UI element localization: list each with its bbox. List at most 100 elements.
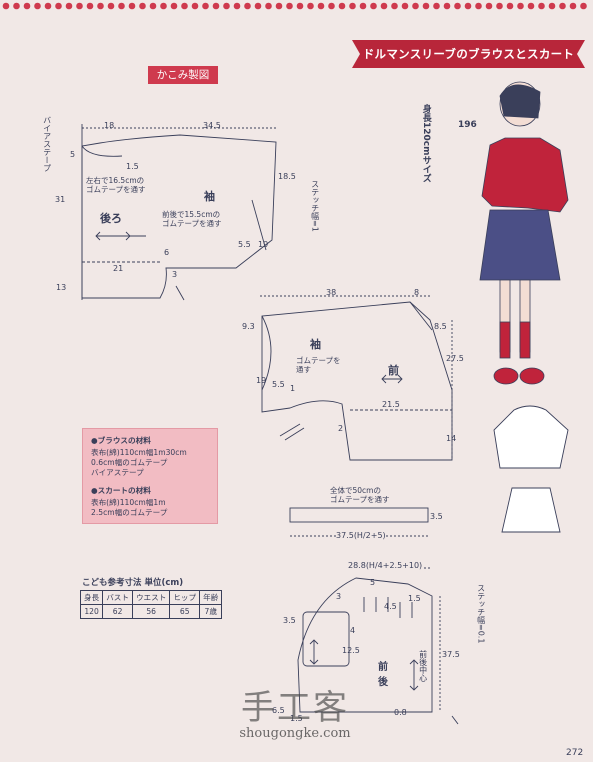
border-dot [527, 2, 535, 10]
size-value-cell: 7歳 [199, 604, 223, 619]
size-value-cell: 120 [79, 604, 104, 619]
back-dim-side-left: 31 [55, 195, 66, 204]
border-dot [401, 2, 409, 10]
border-dot [170, 2, 178, 10]
model-height-label: 身長120cmサイズ [420, 104, 431, 183]
front-dim-hem-side: 2 [338, 424, 344, 433]
back-note-left: 左右で16.5cmの ゴムテープを通す [86, 176, 146, 194]
skirt-dim-hem2: 0.8 [394, 708, 407, 717]
front-dim-height: 27.5 [446, 354, 464, 363]
border-dot [569, 2, 577, 10]
header-title: ドルマンスリーブのブラウスとスカート [362, 47, 575, 61]
back-stitch-label: ステッチ幅=1 [310, 180, 320, 232]
border-dot [44, 2, 52, 10]
border-dot [13, 2, 20, 10]
border-dot [580, 2, 587, 10]
skirt-dim-pocket-w: 4 [350, 626, 356, 635]
skirt-dim-pocket-h: 12.5 [342, 646, 360, 655]
border-dot [118, 2, 125, 10]
girl-illustration [479, 81, 569, 385]
banner-shape [352, 40, 585, 68]
waistband-dim-height: 3.5 [430, 512, 443, 521]
skirt-dim-pocket-l: 3.5 [283, 616, 296, 625]
border-dot [517, 2, 524, 10]
border-dot [496, 2, 503, 10]
back-sleeve-label: 袖 [204, 190, 215, 203]
border-dot [107, 2, 115, 10]
border-dot [443, 2, 451, 10]
watermark-logo: 手工客 [241, 688, 349, 728]
back-dim-neck: 5 [70, 150, 76, 159]
border-dot [160, 2, 167, 10]
page-number: 272 [566, 748, 584, 758]
border-dot [97, 2, 104, 10]
border-dot [265, 2, 272, 10]
size-value-cell: 65 [169, 604, 201, 619]
front-dim-side-left: 9.3 [242, 322, 255, 331]
border-dot [191, 2, 199, 10]
border-dot [485, 2, 493, 10]
blouse-back-pattern [81, 124, 277, 301]
skirt-material-line: 表布(綿)110cm幅1m [91, 498, 166, 507]
back-dim-hem-side: 6 [164, 248, 170, 257]
border-dot [412, 2, 419, 10]
border-dot [76, 2, 83, 10]
border-dot [86, 2, 94, 10]
border-dot [506, 2, 514, 10]
skirt-dim-height: 37.5 [442, 650, 460, 659]
back-dim-lower: 13 [56, 283, 67, 292]
border-dot [2, 2, 10, 10]
size-table: 身長 バスト ウエスト ヒップ 年齢 120 62 56 65 7歳 [79, 590, 223, 619]
front-dim-top-b: 8 [414, 288, 420, 297]
front-dim-top-a: 38 [326, 288, 337, 297]
back-dim-notch: 3 [172, 270, 178, 279]
border-dot [338, 2, 346, 10]
blouse-front-pattern [260, 295, 453, 461]
border-dot [202, 2, 209, 10]
bias-tape-label: バイアステープ [42, 116, 52, 172]
border-dot [34, 2, 41, 10]
border-dot [433, 2, 440, 10]
skirt-dim-c: 4.5 [384, 602, 397, 611]
skirt-dim-a: 3 [336, 592, 342, 601]
size-header-cell: ウエスト [131, 590, 171, 605]
border-dot [223, 2, 230, 10]
size-header-cell: 年齢 [199, 590, 223, 605]
materials-box: ●ブラウスの材料 表布(綿)110cm幅1m30cm 0.6cm幅のゴムテープ … [82, 428, 218, 524]
blouse-material-line: 0.6cm幅のゴムテープ [91, 458, 168, 467]
border-dot [286, 2, 293, 10]
waistband-note: 全体で50cmの ゴムテープを通す [330, 486, 390, 504]
back-dim-under2: 19 [258, 240, 269, 249]
front-dim-neck2: 5.5 [272, 380, 285, 389]
border-dot [65, 2, 73, 10]
blouse-material-line: バイアステープ [91, 468, 144, 477]
border-dot [328, 2, 335, 10]
border-dot [559, 2, 566, 10]
border-dot [181, 2, 188, 10]
border-dot [23, 2, 31, 10]
border-dot [380, 2, 388, 10]
border-dot [538, 2, 545, 10]
section-tag: かこみ製図 [148, 66, 218, 84]
back-label: 後ろ [100, 212, 122, 225]
blouse-materials-heading: ●ブラウスの材料 [91, 436, 151, 445]
border-dot [475, 2, 482, 10]
border-dot [370, 2, 377, 10]
border-dot [454, 2, 461, 10]
back-dim-shoulder: 1.5 [126, 162, 139, 171]
skirt-sketch [501, 487, 561, 533]
front-dim-hem: 21.5 [382, 400, 400, 409]
waistband-dim-width: 37.5(H/2+5) [336, 531, 386, 541]
skirt-material-line: 2.5cm幅のゴムテープ [91, 508, 168, 517]
size-header-cell: ヒップ [169, 590, 201, 605]
skirt-dim-hem-l: 6.5 [272, 706, 285, 715]
watermark-url: shougongke.com [239, 726, 351, 741]
front-dim-neck3: 1 [290, 384, 296, 393]
watermark: 手工客 shougongke.com [210, 690, 380, 741]
border-dot [55, 2, 62, 10]
table-row: 120 62 56 65 7歳 [79, 604, 223, 619]
skirt-center-label: 前後中心 [418, 650, 428, 682]
front-label: 前 [388, 364, 399, 377]
top-dotted-border [2, 2, 587, 10]
